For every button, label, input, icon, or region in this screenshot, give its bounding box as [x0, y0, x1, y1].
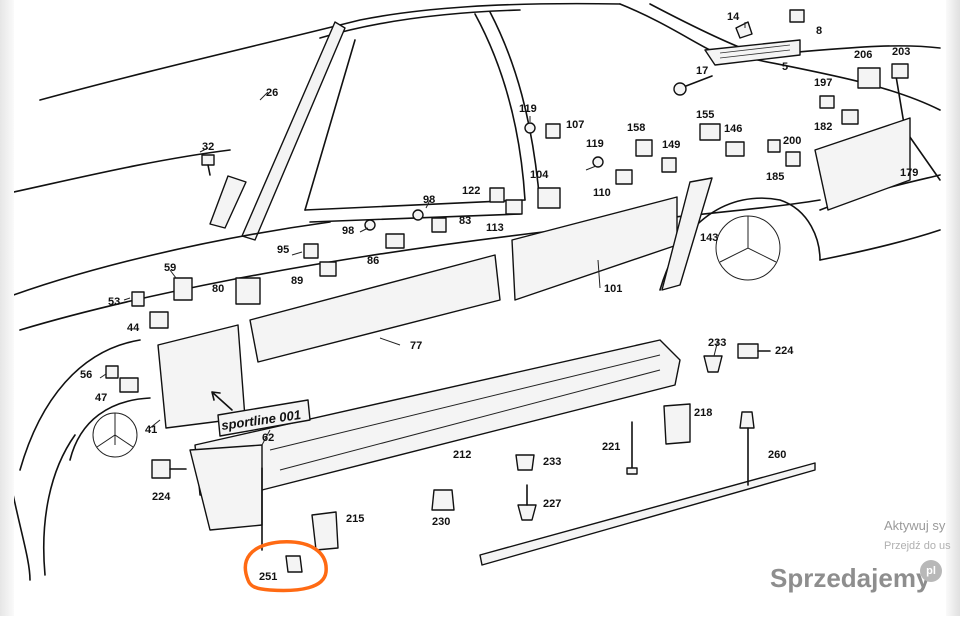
callout-83: 83: [459, 215, 471, 227]
callout-206: 206: [854, 49, 872, 61]
callout-200: 200: [783, 135, 801, 147]
callout-212: 212: [453, 449, 471, 461]
callout-101: 101: [604, 283, 622, 295]
callout-62: 62: [262, 432, 274, 444]
callout-224-b: 224: [152, 491, 171, 503]
callout-107: 107: [566, 119, 584, 131]
activate-windows-line2: Przejdź do us: [884, 540, 951, 552]
callout-251: 251: [259, 571, 277, 583]
callout-221: 221: [602, 441, 620, 453]
callout-113: 113: [486, 222, 504, 234]
callout-numbers: 14 8 5 206 203 17 197 182 26 119 107 155…: [80, 11, 918, 583]
callout-80: 80: [212, 283, 224, 295]
callout-155: 155: [696, 109, 714, 121]
callout-185: 185: [766, 171, 784, 183]
callout-119-b: 119: [586, 138, 604, 150]
callout-53: 53: [108, 296, 120, 308]
sprzedajemy-badge: pl: [920, 560, 942, 582]
callout-41: 41: [145, 424, 157, 436]
callout-158: 158: [627, 122, 645, 134]
callout-98-b: 98: [342, 225, 354, 237]
callout-14: 14: [727, 11, 740, 23]
callout-197: 197: [814, 77, 832, 89]
callout-233-a: 233: [708, 337, 726, 349]
callout-95: 95: [277, 244, 289, 256]
highlight-circle: [243, 540, 328, 593]
callout-215: 215: [346, 513, 364, 525]
callout-32: 32: [202, 141, 214, 153]
callout-203: 203: [892, 46, 910, 58]
callout-17: 17: [696, 65, 708, 77]
callout-77: 77: [410, 340, 422, 352]
callout-146: 146: [724, 123, 742, 135]
callout-56: 56: [80, 369, 92, 381]
callout-59: 59: [164, 262, 176, 274]
leader-lines: [99, 22, 746, 446]
callout-47: 47: [95, 392, 107, 404]
callout-143: 143: [700, 232, 718, 244]
callout-149: 149: [662, 139, 680, 151]
left-frame: [0, 0, 14, 616]
callout-44: 44: [127, 322, 140, 334]
callout-122: 122: [462, 185, 480, 197]
callout-233-b: 233: [543, 456, 561, 468]
trim-panels: sportline 001: [157, 39, 911, 566]
callout-260: 260: [768, 449, 786, 461]
clips-and-fasteners: [105, 9, 909, 573]
callout-26: 26: [266, 87, 278, 99]
callout-104: 104: [530, 169, 549, 181]
callout-227: 227: [543, 498, 561, 510]
callout-98-a: 98: [423, 194, 435, 206]
callout-86: 86: [367, 255, 379, 267]
right-frame: [946, 0, 960, 616]
callout-218: 218: [694, 407, 712, 419]
activate-windows-line1: Aktywuj sy: [884, 518, 946, 533]
callout-5: 5: [782, 61, 788, 73]
sprzedajemy-watermark-logo: Sprzedajemy: [770, 563, 931, 593]
callout-110: 110: [593, 187, 611, 199]
callout-182: 182: [814, 121, 832, 133]
callout-230: 230: [432, 516, 450, 528]
callout-8: 8: [816, 25, 822, 37]
callout-224-a: 224: [775, 345, 794, 357]
callout-89: 89: [291, 275, 303, 287]
callout-179: 179: [900, 167, 918, 179]
callout-119-a: 119: [519, 103, 537, 115]
